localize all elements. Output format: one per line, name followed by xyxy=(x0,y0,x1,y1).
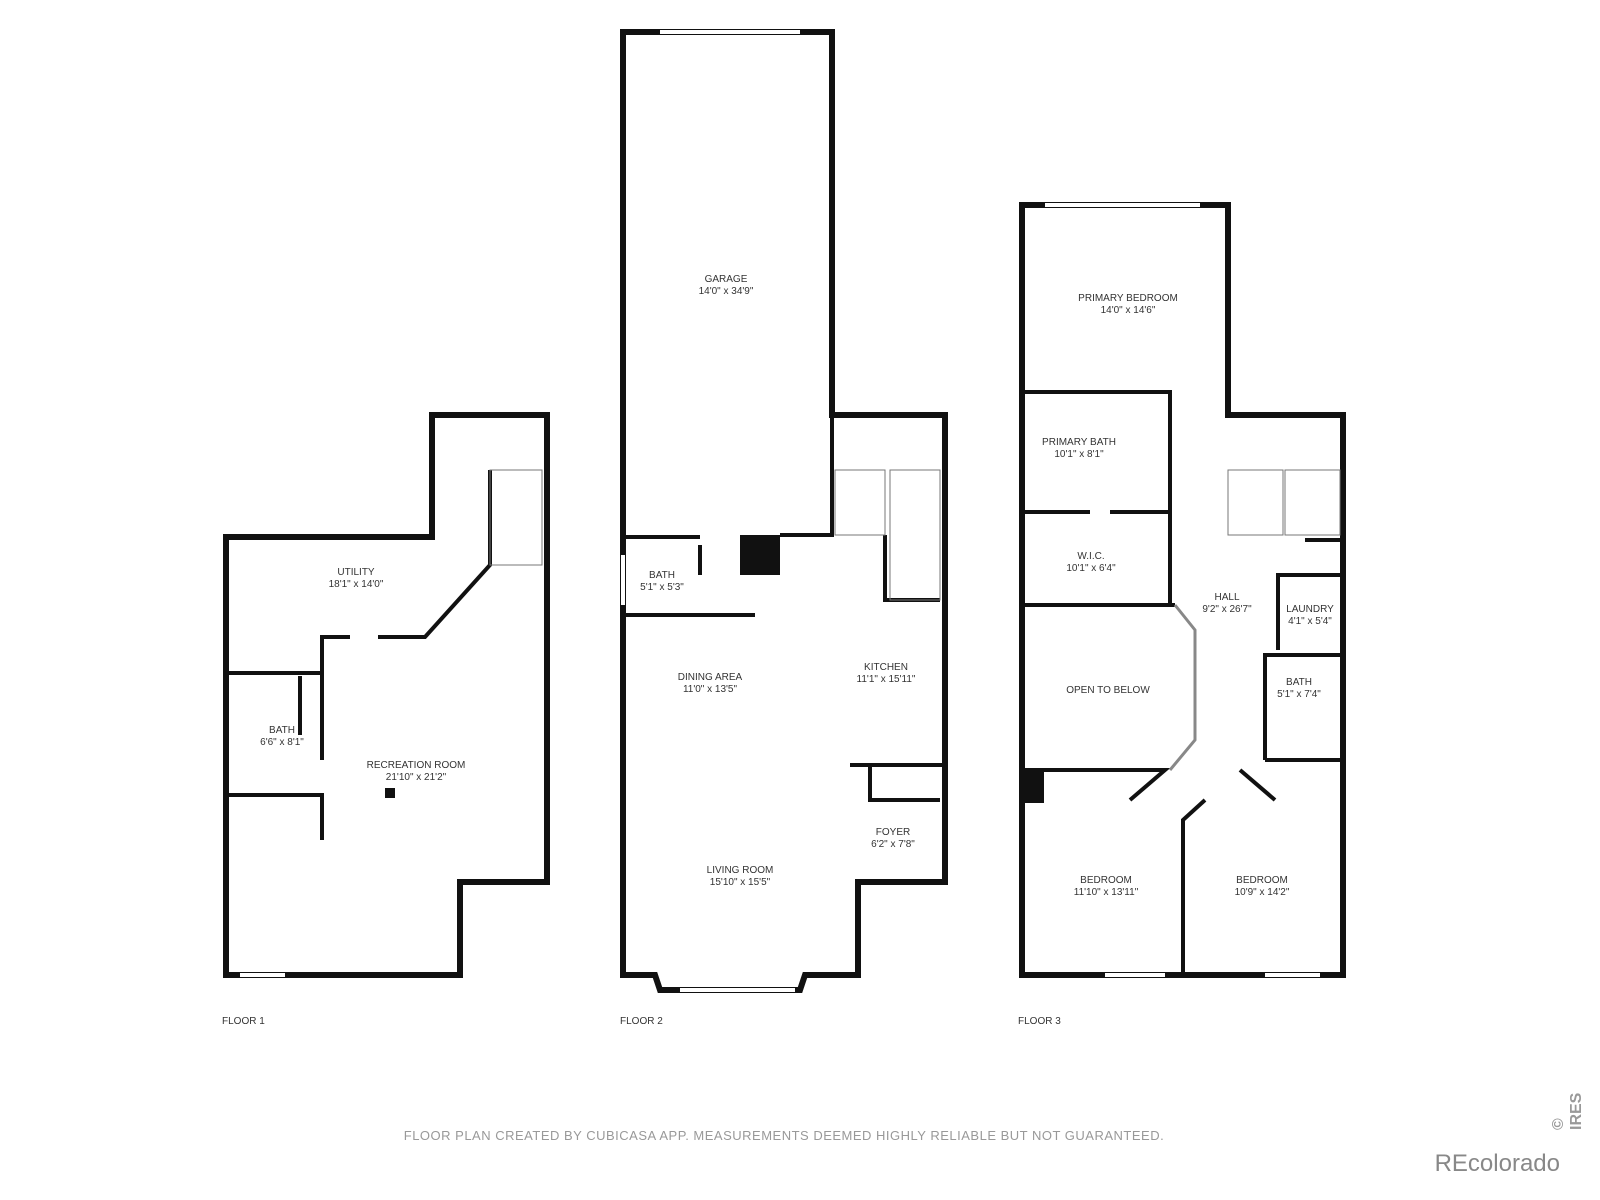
room-open-to-below: OPEN TO BELOW xyxy=(1066,685,1150,696)
disclaimer: FLOOR PLAN CREATED BY CUBICASA APP. MEAS… xyxy=(403,1128,1165,1143)
column xyxy=(385,788,395,798)
floor-3-label: FLOOR 3 xyxy=(1018,1016,1061,1027)
floor-1-label: FLOOR 1 xyxy=(222,1016,265,1027)
floor-2-label: FLOOR 2 xyxy=(620,1016,663,1027)
brand-logo: REcolorado xyxy=(1434,1150,1560,1177)
room-wic: W.I.C.10'1" x 6'4" xyxy=(1066,551,1116,574)
watermark: © IRES xyxy=(1550,1092,1585,1130)
floor-3-outline xyxy=(1019,202,1346,978)
floor-1-outline xyxy=(223,412,550,978)
